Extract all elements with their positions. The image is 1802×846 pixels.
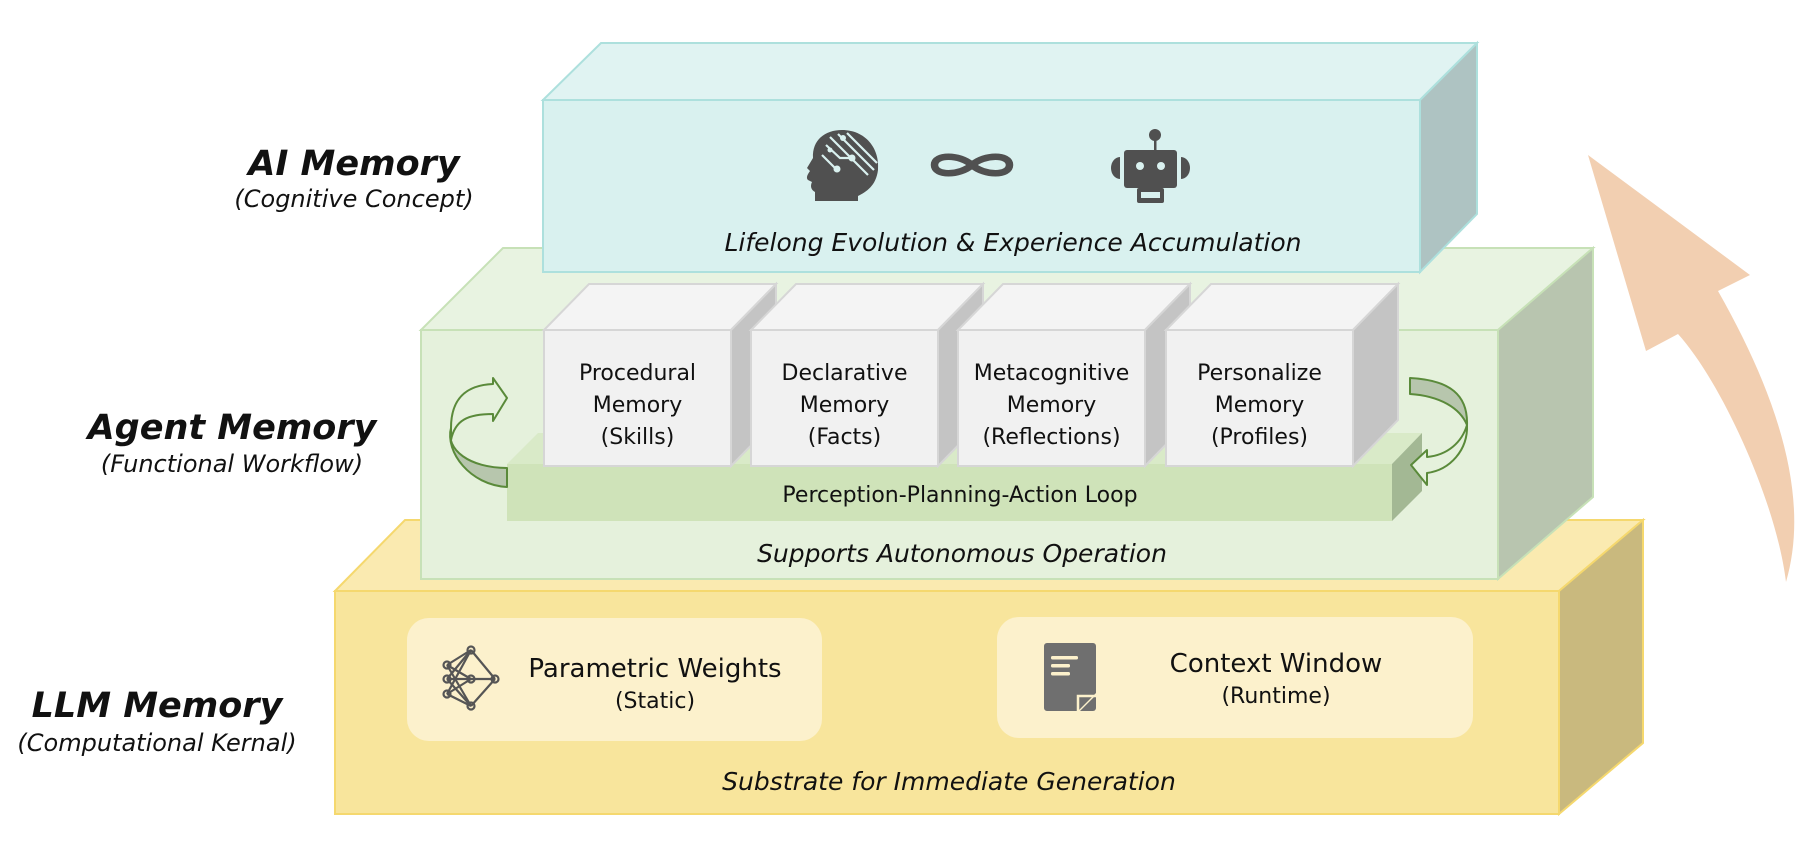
evolution-arrow <box>1588 155 1795 582</box>
ai-memory-title: AI Memory <box>245 144 462 184</box>
agent-memory-title: Agent Memory <box>85 408 379 448</box>
loop-bar-side <box>1392 433 1422 521</box>
agent-memory-block: Perception-Planning-Action Loop Procedur… <box>418 245 1596 582</box>
llm-memory-subtitle: (Computational Kernal) <box>17 729 296 757</box>
cube-label-line3: (Profiles) <box>1211 425 1308 450</box>
cube-label-line1: Procedural <box>579 361 696 386</box>
cube-label-line2: Memory <box>800 393 889 418</box>
cube-label-line1: Declarative <box>782 361 908 386</box>
cube-front <box>1165 329 1354 467</box>
cube-label-line1: Personalize <box>1197 361 1322 386</box>
ai-block-top <box>540 42 1480 101</box>
context-window-sub: (Runtime) <box>1221 684 1330 709</box>
ai-block-front <box>542 99 1421 273</box>
robot-icon <box>1111 129 1190 203</box>
cube-front <box>750 329 939 467</box>
cube-label-line3: (Facts) <box>808 425 881 450</box>
agent-caption: Supports Autonomous Operation <box>757 539 1167 568</box>
cube-front <box>957 329 1146 467</box>
neural-network-icon <box>442 645 500 711</box>
perception-planning-action-loop <box>507 464 1392 521</box>
cycle-arrow-left-icon <box>449 377 508 488</box>
document-icon <box>1044 643 1096 711</box>
llm-memory-title: LLM Memory <box>32 686 285 726</box>
parametric-weights-sub: (Static) <box>615 689 695 714</box>
brain-head-icon <box>806 130 879 201</box>
parametric-weights-panel <box>407 618 822 741</box>
cube-label-line3: (Skills) <box>601 425 675 450</box>
context-window-panel <box>997 617 1473 738</box>
agent-memory-subtitle: (Functional Workflow) <box>101 450 363 478</box>
infinity-icon <box>930 153 1014 177</box>
loop-label: Perception-Planning-Action Loop <box>782 483 1137 508</box>
llm-caption: Substrate for Immediate Generation <box>722 767 1176 796</box>
cube-label-line1: Metacognitive <box>974 361 1130 386</box>
ai-caption: Lifelong Evolution & Experience Accumula… <box>724 228 1301 257</box>
cube-front <box>543 329 732 467</box>
cube-label-line3: (Reflections) <box>982 425 1120 450</box>
ai-memory-block: Lifelong Evolution & Experience Accumula… <box>540 40 1480 275</box>
ai-memory-subtitle: (Cognitive Concept) <box>234 185 473 213</box>
parametric-weights-title: Parametric Weights <box>528 654 781 684</box>
cube-label-line2: Memory <box>1007 393 1096 418</box>
cube-label-line2: Memory <box>593 393 682 418</box>
cube-label-line2: Memory <box>1215 393 1304 418</box>
context-window-title: Context Window <box>1170 649 1383 679</box>
cycle-arrow-right-icon <box>1409 377 1469 486</box>
